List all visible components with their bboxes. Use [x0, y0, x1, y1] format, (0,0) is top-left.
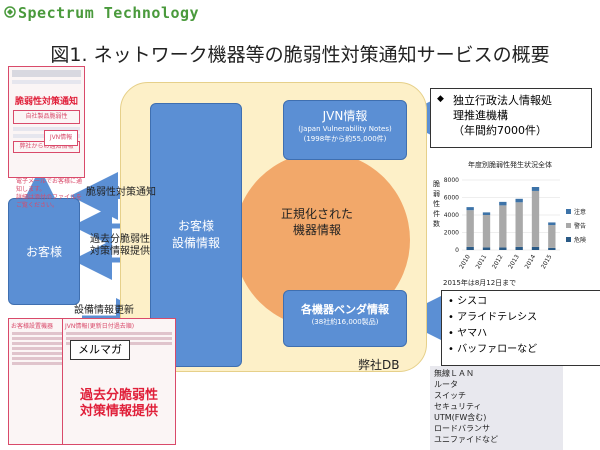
y-axis-label-char: 脆	[433, 179, 440, 188]
y-axis-label-char: 性	[433, 199, 440, 208]
list-item: ロードバランサ	[434, 424, 490, 433]
mailmag-label: メルマガ	[70, 340, 130, 360]
past-info-doc-label: 過去分脆弱性 対策情報提供	[79, 388, 158, 419]
x-tick-label: 2013	[507, 253, 521, 270]
bar-segment	[548, 247, 556, 250]
x-tick-label: 2015	[540, 253, 554, 270]
brand-logo-icon	[4, 6, 16, 18]
brand-name: Spectrum Technology	[18, 4, 200, 22]
bar-segment	[515, 246, 523, 250]
notify-label: 脆弱性対策通知	[86, 187, 156, 198]
legend-swatch	[566, 223, 571, 228]
bar-segment	[548, 225, 556, 248]
legend-swatch	[566, 209, 571, 214]
customer-box: お客様	[8, 198, 80, 305]
y-tick-label: 8000	[444, 177, 459, 184]
y-tick-label: 4000	[444, 212, 459, 219]
notification-doc: 脆弱性対策通知 自社製品脆弱性 弊社からの通知情報	[8, 66, 85, 178]
list-item: • アライドテレシス	[448, 312, 538, 323]
bar-segment	[482, 247, 491, 250]
vendor-list: • シスコ • アライドテレシス • ヤマハ • バッファローなど	[441, 290, 600, 366]
list-item: • シスコ	[448, 296, 488, 307]
chart-footnote: 2015年は8月12日まで	[443, 279, 517, 287]
list-item: UTM(FW含む)	[434, 413, 487, 422]
bar-segment	[531, 187, 540, 191]
y-tick-label: 2000	[444, 230, 459, 237]
email-note: 電子メールでお客様に通知します。 詳細は添付のファイルをご覧ください。	[16, 178, 83, 209]
x-tick-label: 2014	[524, 253, 538, 270]
list-item: スイッチ	[434, 391, 466, 400]
chart-title: 年度別脆弱性発生状況全体	[468, 161, 552, 169]
list-item: ルータ	[434, 380, 458, 389]
past-info-doc: JVN情報(更新日付過去順)	[62, 318, 176, 445]
notification-doc-title: 脆弱性対策通知	[15, 97, 79, 107]
bar-segment	[531, 246, 540, 250]
x-tick-label: 2010	[458, 253, 472, 270]
past-info-label-1: 過去分脆弱性	[90, 234, 150, 245]
jvn-box: JVN情報 (Japan Vulnerability Notes) (1998年…	[283, 100, 407, 160]
y-axis-label-char: 弱	[433, 190, 440, 198]
equipment-category-list: 無線ＬＡＮ ルータ スイッチ セキュリティ UTM(FW含む) ロードバランサ …	[430, 366, 563, 450]
bar-segment	[499, 201, 507, 206]
bar-segment	[466, 246, 474, 250]
list-item: ユニファイドなど	[434, 435, 498, 444]
past-info-label-2: 対策情報提供	[90, 246, 150, 257]
bar-segment	[515, 202, 523, 247]
y-axis-label-char: 件	[433, 209, 440, 218]
legend-swatch	[566, 237, 571, 242]
y-tick-label: 0	[455, 247, 459, 254]
bar-segment	[531, 190, 540, 247]
ipa-info-box: ◆ 独立行政法人情報処 理推進機構 （年間約7000件）	[430, 88, 592, 148]
bar-segment	[499, 205, 507, 248]
jvn-info-tag: JVN情報	[44, 130, 78, 146]
legend-label: 注意	[574, 208, 586, 216]
bar-segment	[466, 210, 474, 247]
y-axis-label-char: 数	[433, 219, 440, 228]
equipment-list-doc: お客様設置機器	[8, 318, 70, 445]
legend-label: 警告	[574, 222, 586, 230]
list-item: • ヤマハ	[448, 328, 488, 339]
y-tick-label: 6000	[444, 195, 459, 202]
bar-segment	[482, 212, 491, 215]
bar-segment	[515, 198, 523, 203]
normalized-equipment-label: 正規化された 機器情報	[280, 207, 353, 237]
page-title: 図1. ネットワーク機器等の脆弱性対策通知サービスの概要	[50, 44, 550, 66]
list-item: • バッファローなど	[448, 344, 538, 355]
company-db-label: 弊社DB	[358, 358, 400, 372]
list-item: セキュリティ	[434, 402, 482, 411]
list-item: 無線ＬＡＮ	[434, 369, 474, 378]
bar-segment	[499, 247, 507, 250]
vendor-info-box: 各機器ベンダ情報 (38社約16,000製品)	[283, 290, 407, 347]
bar-segment	[548, 222, 556, 226]
update-label: 設備情報更新	[74, 305, 134, 316]
legend-label: 危険	[574, 236, 586, 244]
bar-segment	[482, 215, 491, 248]
x-tick-label: 2011	[475, 253, 489, 270]
x-tick-label: 2012	[491, 253, 505, 270]
bar-segment	[466, 207, 474, 211]
